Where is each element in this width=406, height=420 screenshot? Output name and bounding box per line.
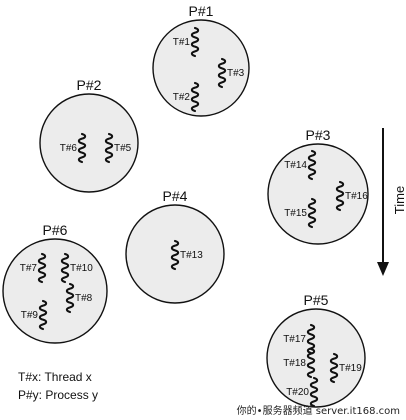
thread-label: T#3 <box>227 68 245 79</box>
thread-squiggle-icon <box>329 352 339 384</box>
process-2: P#2T#6 T#5 <box>39 77 139 193</box>
process-label: P#1 <box>189 3 214 19</box>
thread-squiggle-icon <box>104 132 114 164</box>
thread-squiggle-icon <box>37 252 47 284</box>
process-label: P#3 <box>306 127 331 143</box>
thread-label: T#7 <box>20 263 38 274</box>
process-5: P#6T#7 T#10T#8T#9 <box>2 222 108 344</box>
thread-label: T#1 <box>173 37 191 48</box>
thread-squiggle-icon <box>335 180 345 212</box>
thread-label: T#10 <box>70 263 93 274</box>
thread-squiggle-icon <box>77 132 87 164</box>
thread-label: T#5 <box>114 143 132 154</box>
thread-squiggle-icon <box>38 299 48 331</box>
process-3: P#3T#14T#15 T#16 <box>267 127 369 245</box>
thread-label: T#14 <box>284 160 307 171</box>
thread-squiggle-icon <box>190 26 200 58</box>
process-label: P#4 <box>163 188 188 204</box>
thread-label: T#15 <box>284 208 307 219</box>
footer-watermark: 你的•服务器频道 server.it168.com <box>236 406 400 417</box>
process-6: P#5T#17T#18 T#19T#20 <box>266 292 366 408</box>
thread-label: T#17 <box>283 334 306 345</box>
process-circle <box>2 238 108 344</box>
thread-label: T#20 <box>286 387 309 398</box>
time-arrow: Time <box>377 128 406 276</box>
process-label: P#6 <box>43 222 68 238</box>
thread-squiggle-icon <box>190 81 200 113</box>
process-4: P#4T#13 <box>125 188 225 304</box>
thread-label: T#19 <box>339 363 362 374</box>
process-label: P#2 <box>77 77 102 93</box>
process-circle <box>267 143 369 245</box>
thread-label: T#6 <box>60 143 78 154</box>
time-arrowhead <box>377 262 389 276</box>
thread-squiggle-icon <box>307 197 317 229</box>
thread-label: T#8 <box>75 293 93 304</box>
thread-squiggle-icon <box>65 282 75 314</box>
thread-squiggle-icon <box>217 57 227 89</box>
legend-thread: T#x: Thread x <box>18 370 92 384</box>
thread-label: T#18 <box>283 358 306 369</box>
thread-squiggle-icon <box>309 376 319 408</box>
process-label: P#5 <box>304 292 329 308</box>
process-circle <box>39 93 139 193</box>
process-circle <box>266 308 366 408</box>
thread-squiggle-icon <box>60 252 70 284</box>
thread-label: T#2 <box>173 92 191 103</box>
thread-label: T#13 <box>180 250 203 261</box>
thread-label: T#9 <box>21 310 39 321</box>
thread-squiggle-icon <box>307 149 317 181</box>
thread-label: T#16 <box>345 191 368 202</box>
time-label: Time <box>392 186 406 214</box>
legend-process: P#y: Process y <box>18 388 99 402</box>
process-1: P#1T#1T#2 T#3 <box>152 3 250 117</box>
thread-squiggle-icon <box>170 239 180 271</box>
thread-squiggle-icon <box>306 347 316 379</box>
process-circle <box>152 19 250 117</box>
